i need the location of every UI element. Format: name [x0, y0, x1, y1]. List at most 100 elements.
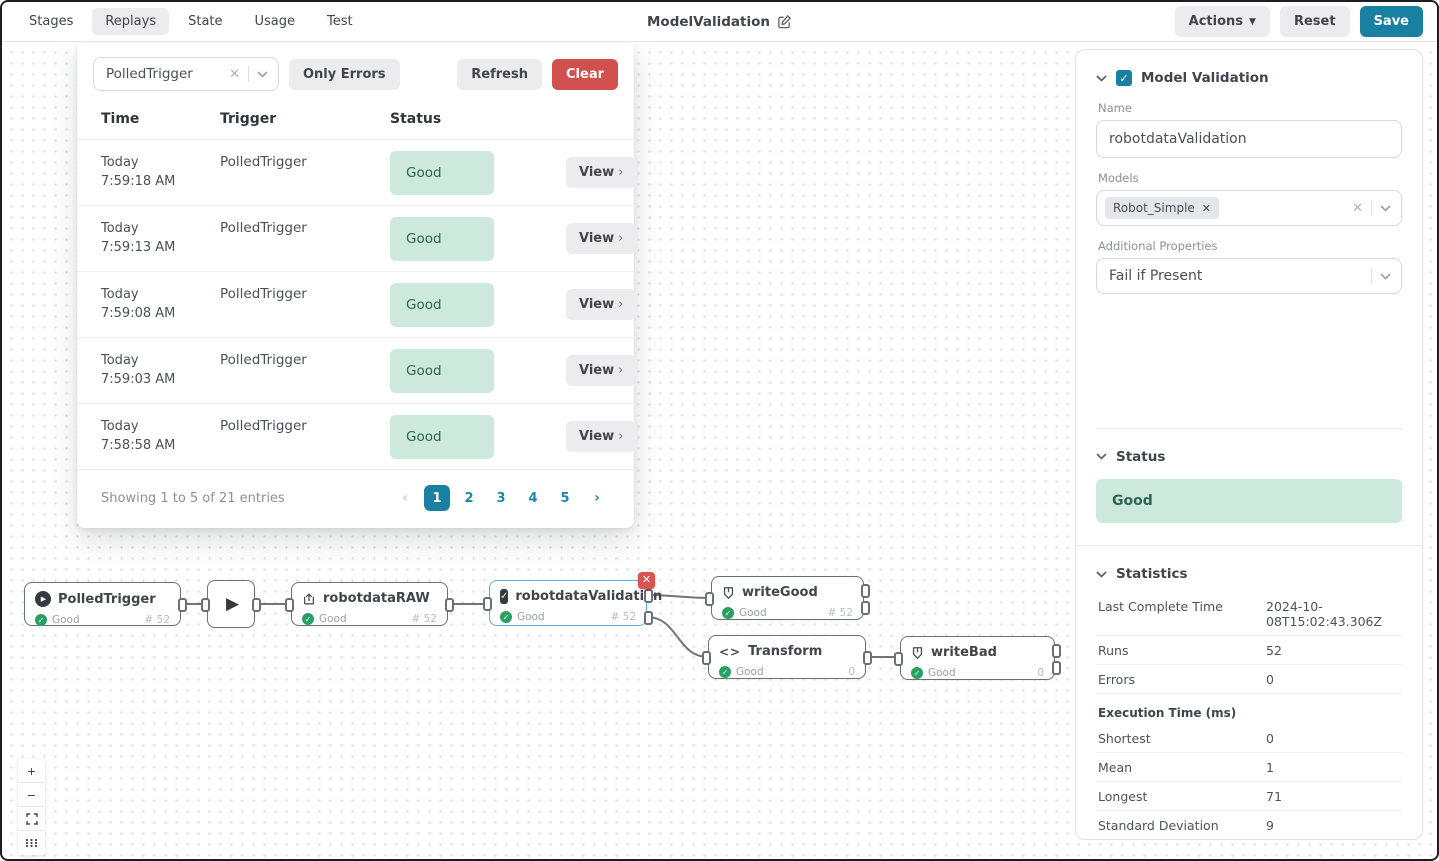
clear-models-icon[interactable]: ✕	[1352, 200, 1363, 216]
grid-toggle-button[interactable]	[18, 831, 45, 855]
chevron-down-icon[interactable]	[257, 70, 268, 78]
output-port[interactable]	[178, 598, 187, 612]
enabled-checkbox[interactable]: ✓	[1116, 70, 1132, 86]
flow-controls: + −	[18, 759, 45, 855]
tab-usage[interactable]: Usage	[254, 14, 296, 29]
play-icon: ▶	[225, 594, 240, 614]
input-port[interactable]	[285, 598, 294, 612]
output-port-good[interactable]	[644, 589, 653, 603]
model-chip: Robot_Simple✕	[1105, 197, 1219, 219]
view-button[interactable]: View›	[566, 289, 637, 320]
input-port[interactable]	[702, 651, 711, 665]
read-icon	[302, 592, 316, 606]
edit-title-icon[interactable]	[777, 14, 792, 29]
chevron-down-icon[interactable]	[1380, 272, 1391, 280]
close-icon[interactable]: ✕	[638, 572, 655, 589]
clear-button[interactable]: Clear	[552, 58, 618, 90]
write-icon	[911, 646, 924, 660]
col-header-status: Status	[390, 111, 442, 127]
view-button[interactable]: View›	[566, 223, 637, 254]
flow-canvas[interactable]: PolledTrigger ✕ Only Errors Refresh Clea…	[2, 43, 1437, 859]
tab-state[interactable]: State	[188, 14, 223, 29]
prev-page-icon[interactable]: ‹	[402, 490, 408, 506]
trigger-cell: PolledTrigger	[220, 286, 307, 302]
zoom-in-button[interactable]: +	[18, 759, 45, 783]
remove-chip-icon[interactable]: ✕	[1201, 201, 1211, 215]
models-label: Models	[1098, 171, 1139, 185]
collapse-chevron-icon[interactable]	[1096, 570, 1107, 578]
col-header-time: Time	[101, 111, 140, 127]
input-port[interactable]	[201, 598, 210, 612]
output-port[interactable]	[252, 598, 261, 612]
status-section: Status Good	[1076, 429, 1422, 531]
entries-summary: Showing 1 to 5 of 21 entries	[101, 490, 285, 506]
output-port-bad[interactable]	[644, 611, 653, 625]
actions-button[interactable]: Actions▼	[1174, 6, 1270, 37]
view-button[interactable]: View›	[566, 421, 637, 452]
node-polledtrigger[interactable]: ▶ PolledTrigger ✓ Good # 52	[24, 582, 187, 626]
output-port-2[interactable]	[1052, 661, 1061, 675]
trigger-cell: PolledTrigger	[220, 154, 307, 170]
fit-view-button[interactable]	[18, 807, 45, 831]
view-button[interactable]: View›	[566, 355, 637, 386]
input-port[interactable]	[483, 597, 492, 611]
view-button[interactable]: View›	[566, 157, 637, 188]
input-port[interactable]	[894, 652, 903, 666]
node-transform[interactable]: <> Transform ✓ Good 0	[702, 635, 872, 679]
table-header-row: Time Trigger Status	[77, 101, 634, 139]
name-input[interactable]	[1096, 120, 1402, 158]
chevron-right-icon: ›	[618, 165, 624, 180]
divider	[1371, 200, 1372, 216]
page-button-5[interactable]: 5	[560, 490, 570, 506]
page-button-1[interactable]: 1	[424, 485, 450, 511]
chevron-right-icon: ›	[618, 429, 624, 444]
pagination: ‹ 1 2 3 4 5 ›	[392, 485, 610, 511]
page-button-3[interactable]: 3	[496, 490, 506, 506]
output-port[interactable]	[863, 651, 872, 665]
refresh-button[interactable]: Refresh	[457, 58, 542, 90]
node-run-trigger[interactable]: ▶	[201, 580, 261, 628]
trigger-cell: PolledTrigger	[220, 418, 307, 434]
models-select[interactable]: Robot_Simple✕ ✕	[1096, 190, 1402, 226]
input-port[interactable]	[705, 592, 714, 606]
divider	[248, 66, 249, 82]
output-port-1[interactable]	[861, 584, 870, 598]
node-writebad[interactable]: writeBad ✓ Good 0	[894, 636, 1061, 680]
page-button-2[interactable]: 2	[464, 490, 474, 506]
chevron-right-icon: ›	[618, 363, 624, 378]
run-count: # 52	[610, 611, 637, 623]
output-port[interactable]	[445, 598, 454, 612]
status-badge: Good	[390, 414, 494, 459]
clear-filter-icon[interactable]: ✕	[229, 66, 240, 82]
page-button-4[interactable]: 4	[528, 490, 538, 506]
save-button[interactable]: Save	[1359, 6, 1423, 37]
tab-stages[interactable]: Stages	[29, 14, 74, 29]
trigger-filter-select[interactable]: PolledTrigger ✕	[93, 57, 279, 91]
node-robotdatavalidation[interactable]: ✕ ✓ robotdataValidation ✓ Good # 52	[483, 572, 662, 626]
additional-properties-select[interactable]: Fail if Present	[1096, 258, 1402, 294]
node-writegood[interactable]: writeGood ✓ Good # 52	[705, 576, 870, 620]
zoom-out-button[interactable]: −	[18, 783, 45, 807]
node-robotdataraw[interactable]: robotdataRAW ✓ Good # 52	[285, 582, 454, 626]
divider	[1371, 268, 1372, 284]
output-port-1[interactable]	[1052, 644, 1061, 658]
section-title: Status	[1116, 448, 1166, 465]
output-port-2[interactable]	[861, 601, 870, 615]
only-errors-button[interactable]: Only Errors	[289, 58, 400, 90]
next-page-icon[interactable]: ›	[594, 490, 600, 506]
tab-replays[interactable]: Replays	[92, 8, 170, 35]
reset-button[interactable]: Reset	[1279, 6, 1350, 37]
chevron-down-icon[interactable]	[1380, 204, 1391, 212]
collapse-chevron-icon[interactable]	[1096, 453, 1107, 460]
additional-properties-value: Fail if Present	[1109, 268, 1203, 284]
collapse-chevron-icon[interactable]	[1096, 74, 1107, 82]
tab-test[interactable]: Test	[327, 14, 353, 29]
